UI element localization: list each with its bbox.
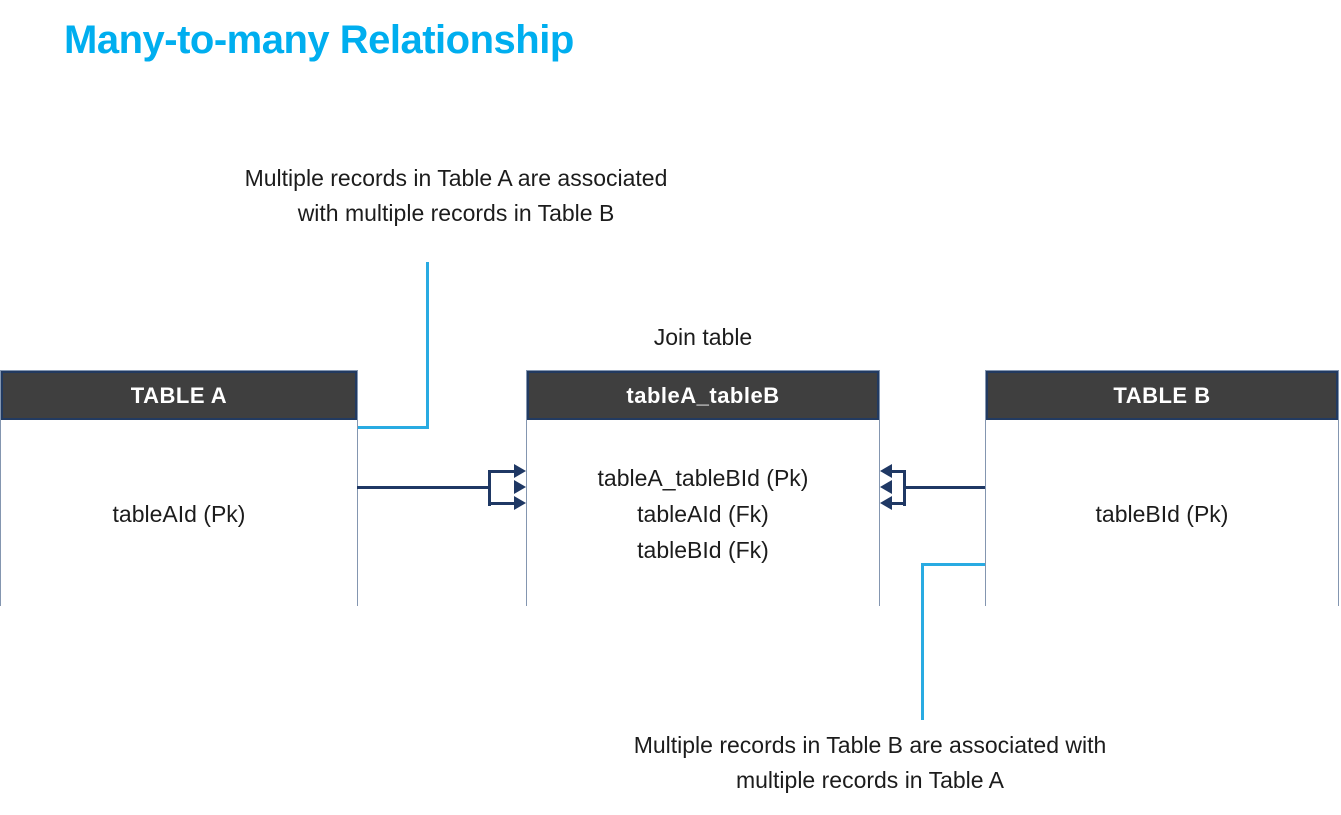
field-join-fk-a: tableAId (Fk) (637, 500, 769, 527)
entity-table-b-header: TABLE B (986, 371, 1338, 420)
entity-table-a-title: TABLE A (130, 382, 228, 408)
annotation-table-a-line2: with multiple records in Table B (297, 200, 615, 226)
annotation-table-a: Multiple records in Table A are associat… (156, 161, 756, 231)
field-join-fk-b: tableBId (Fk) (637, 536, 769, 563)
connector-a-main-line (357, 486, 491, 489)
join-table-label: Join table (653, 324, 753, 350)
annotation-table-b: Multiple records in Table B are associat… (564, 728, 1176, 798)
connector-a-bracket (488, 470, 491, 506)
connector-b-stub-bottom (891, 502, 906, 505)
field-table-a-id: tableAId (Pk) (112, 500, 246, 527)
field-join-pk: tableA_tableBId (Pk) (597, 464, 809, 491)
entity-table-a-body: tableAId (Pk) (1, 420, 357, 607)
connector-a-stub-top (488, 470, 515, 473)
page-title: Many-to-many Relationship (64, 18, 574, 62)
connector-b-stub-top (891, 470, 906, 473)
entity-table-a: TABLE A tableAId (Pk) (0, 370, 358, 607)
entity-table-b-title: TABLE B (1113, 382, 1211, 408)
entity-join-table-body: tableA_tableBId (Pk) tableAId (Fk) table… (527, 420, 879, 607)
entity-join-table-header: tableA_tableB (527, 371, 879, 420)
arrowhead-left-icon (880, 480, 892, 494)
connector-b-main-line (903, 486, 985, 489)
annotation-table-a-line1: Multiple records in Table A are associat… (244, 165, 668, 191)
annotation-table-b-line2: multiple records in Table A (735, 767, 1005, 793)
callout-line-table-a-horizontal (357, 426, 429, 429)
callout-line-table-b-horizontal (921, 563, 985, 566)
annotation-table-b-line1: Multiple records in Table B are associat… (633, 732, 1107, 758)
entity-table-b: TABLE B tableBId (Pk) (985, 370, 1339, 607)
arrowhead-right-icon (514, 464, 526, 478)
arrowhead-right-icon (514, 480, 526, 494)
callout-line-table-b-vertical (921, 563, 924, 720)
connector-b-bracket (903, 470, 906, 506)
field-table-b-id: tableBId (Pk) (1095, 500, 1229, 527)
arrowhead-left-icon (880, 464, 892, 478)
entity-join-table: tableA_tableB tableA_tableBId (Pk) table… (526, 370, 880, 607)
entity-table-b-body: tableBId (Pk) (986, 420, 1338, 607)
connector-a-stub-bottom (488, 502, 515, 505)
callout-line-table-a-vertical (426, 262, 429, 429)
arrowhead-left-icon (880, 496, 892, 510)
entity-join-table-title: tableA_tableB (626, 382, 780, 408)
arrowhead-right-icon (514, 496, 526, 510)
entity-table-a-header: TABLE A (1, 371, 357, 420)
